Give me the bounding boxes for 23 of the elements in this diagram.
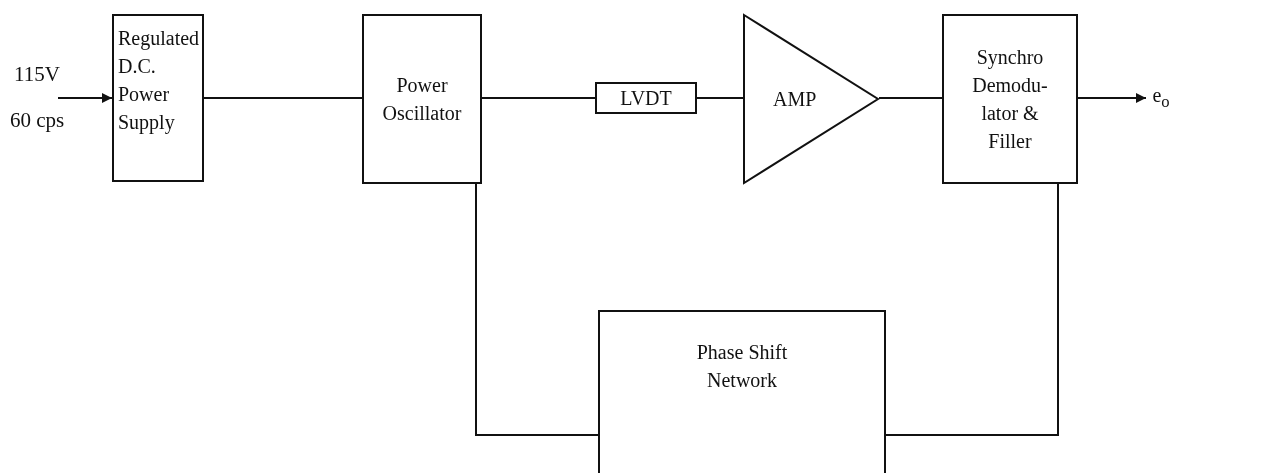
signal-label: 115V bbox=[14, 62, 60, 87]
connector-line bbox=[475, 183, 599, 436]
connector-line bbox=[481, 97, 596, 99]
block-label: AMP bbox=[773, 87, 817, 112]
connector-line bbox=[878, 97, 943, 99]
block-label: LVDT bbox=[620, 86, 672, 111]
signal-label: 60 cps bbox=[10, 108, 65, 133]
block-label: Regulated D.C. Power Supply bbox=[118, 26, 200, 136]
output-signal-label: e$_{o}$ bbox=[1146, 80, 1176, 116]
block-box bbox=[112, 14, 204, 182]
block-box bbox=[598, 310, 886, 473]
block-box bbox=[942, 14, 1078, 184]
connector-line bbox=[885, 183, 1059, 436]
connector-line bbox=[203, 97, 363, 99]
connector-line bbox=[696, 97, 744, 99]
block-box bbox=[362, 14, 482, 184]
amplifier-triangle bbox=[743, 14, 879, 184]
block-box bbox=[595, 82, 697, 114]
arrow bbox=[1077, 93, 1147, 103]
arrow bbox=[57, 93, 113, 103]
block-label: Synchro Demodu- lator & Filler bbox=[971, 45, 1049, 154]
block-label: Power Oscillator bbox=[381, 73, 463, 126]
block-label: Phase Shift Network bbox=[695, 340, 789, 393]
